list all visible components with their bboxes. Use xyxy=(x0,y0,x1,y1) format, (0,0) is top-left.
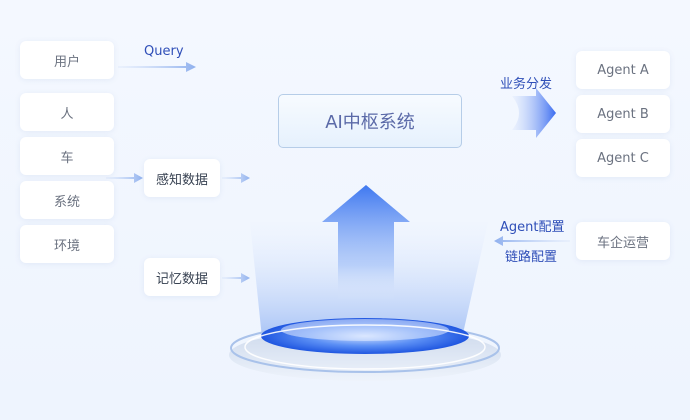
input-system: 系统 xyxy=(20,181,114,219)
link-config-label: 链路配置 xyxy=(505,250,558,265)
memory-data-node: 记忆数据 xyxy=(144,258,220,296)
ai-hub-node: AI中枢系统 xyxy=(278,94,462,148)
input-environment: 环境 xyxy=(20,225,114,263)
input-vehicle: 车 xyxy=(20,137,114,175)
dispatch-label: 业务分发 xyxy=(500,77,553,92)
upward-arrow-icon xyxy=(322,185,410,300)
operations-node: 车企运营 xyxy=(576,222,670,260)
config-arrow-icon xyxy=(494,236,570,246)
platform-highlight xyxy=(281,319,449,341)
agent-b-node: Agent B xyxy=(576,95,670,133)
agent-a-node: Agent A xyxy=(576,51,670,89)
input-user: 用户 xyxy=(20,41,114,79)
perception-arrow-icon xyxy=(222,173,250,183)
agent-config-label: Agent配置 xyxy=(500,220,565,235)
input-person: 人 xyxy=(20,93,114,131)
query-label: Query xyxy=(144,44,184,59)
agent-c-node: Agent C xyxy=(576,139,670,177)
query-arrow-icon xyxy=(118,62,196,72)
input-arrow-icon xyxy=(106,173,143,183)
perception-data-node: 感知数据 xyxy=(144,159,220,197)
memory-arrow-icon xyxy=(222,273,250,283)
dispatch-arrow-icon xyxy=(512,88,556,138)
